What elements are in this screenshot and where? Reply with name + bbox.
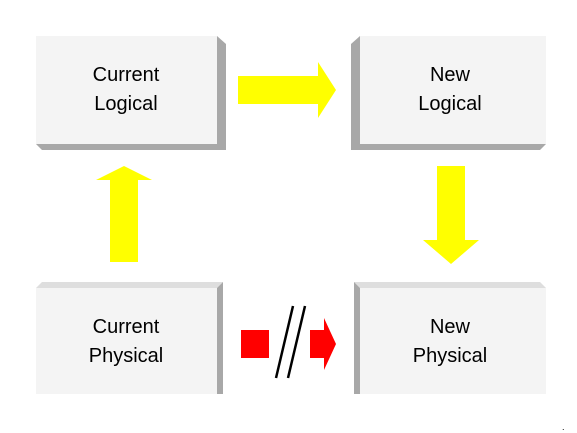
box-face xyxy=(36,36,217,144)
box-shadow xyxy=(354,282,360,394)
box-label-line2: Logical xyxy=(418,93,481,115)
box-face xyxy=(360,36,546,144)
box-bevel-top xyxy=(354,282,546,288)
stray-mark: . xyxy=(562,422,565,432)
box-label-line1: Current xyxy=(93,64,160,86)
box-label-line2: Physical xyxy=(413,345,487,367)
broken-arrow-tail xyxy=(241,330,269,358)
box-label-line2: Physical xyxy=(89,345,163,367)
arrow-right-logical xyxy=(238,62,336,118)
box-label-line1: Current xyxy=(93,316,160,338)
box-label-line1: New xyxy=(430,64,471,86)
box-shadow xyxy=(217,282,223,394)
arrow-broken-physical xyxy=(241,305,336,379)
box-current-logical: Current Logical xyxy=(36,36,226,150)
broken-arrow-head xyxy=(310,318,336,370)
box-current-physical: Current Physical xyxy=(36,282,223,394)
box-bevel-top xyxy=(36,282,223,288)
box-label-line1: New xyxy=(430,316,471,338)
box-new-physical: New Physical xyxy=(354,282,546,394)
arrow-up-current xyxy=(96,166,152,262)
arrow-down-new xyxy=(423,166,479,264)
break-line-2 xyxy=(286,305,307,379)
box-label-line2: Logical xyxy=(94,93,157,115)
break-line-1 xyxy=(274,305,295,379)
box-face xyxy=(36,288,217,394)
box-new-logical: New Logical xyxy=(351,36,546,150)
box-face xyxy=(360,288,546,394)
